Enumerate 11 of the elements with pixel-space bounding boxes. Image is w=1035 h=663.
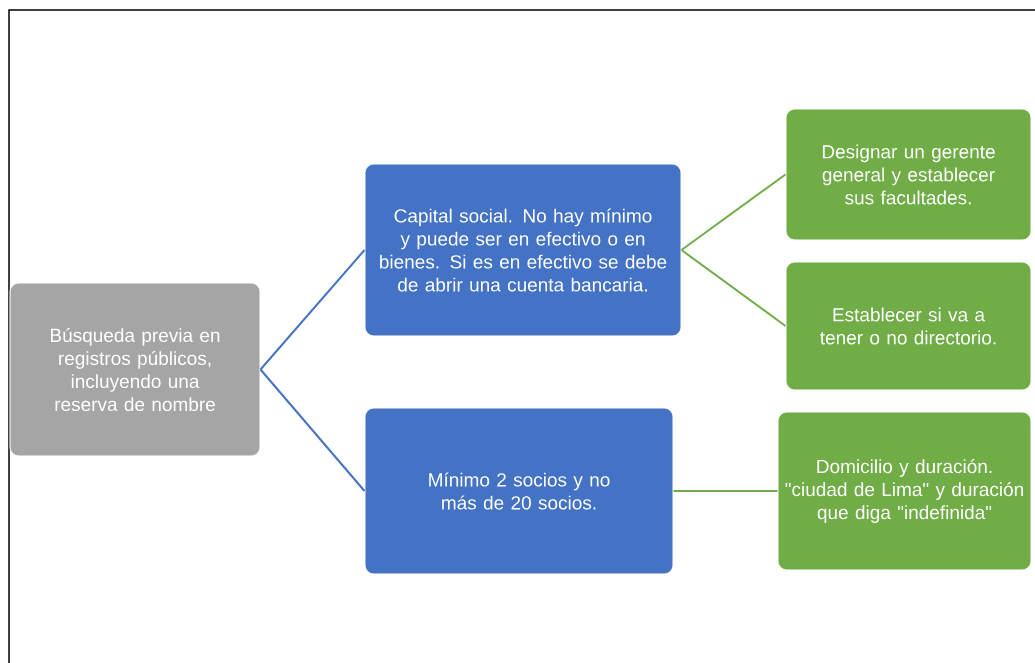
process-box: Designar un gerente general y establecer sus facultades. bbox=[785, 108, 1032, 241]
process-box: Mínimo 2 socios y no más de 20 socios. bbox=[364, 407, 674, 575]
connector-line bbox=[680, 173, 787, 251]
connector-line bbox=[259, 249, 366, 371]
connector-line bbox=[672, 490, 779, 492]
process-box: Establecer si va a tener o no directorio. bbox=[785, 261, 1032, 391]
process-box: Domicilio y duración. "ciudad de Lima" y duración que diga "indefinida" bbox=[777, 411, 1032, 571]
connector-line bbox=[680, 249, 787, 327]
connector-line bbox=[259, 368, 366, 492]
process-box: Búsqueda previa en registros públicos, incluyendo una reserva de nombre bbox=[9, 282, 261, 457]
process-box: Capital social. No hay mínimo y puede ser en efectivo o en bienes. Si es en efectivo se debe de abrir una cuenta bancaria. bbox=[364, 163, 682, 337]
